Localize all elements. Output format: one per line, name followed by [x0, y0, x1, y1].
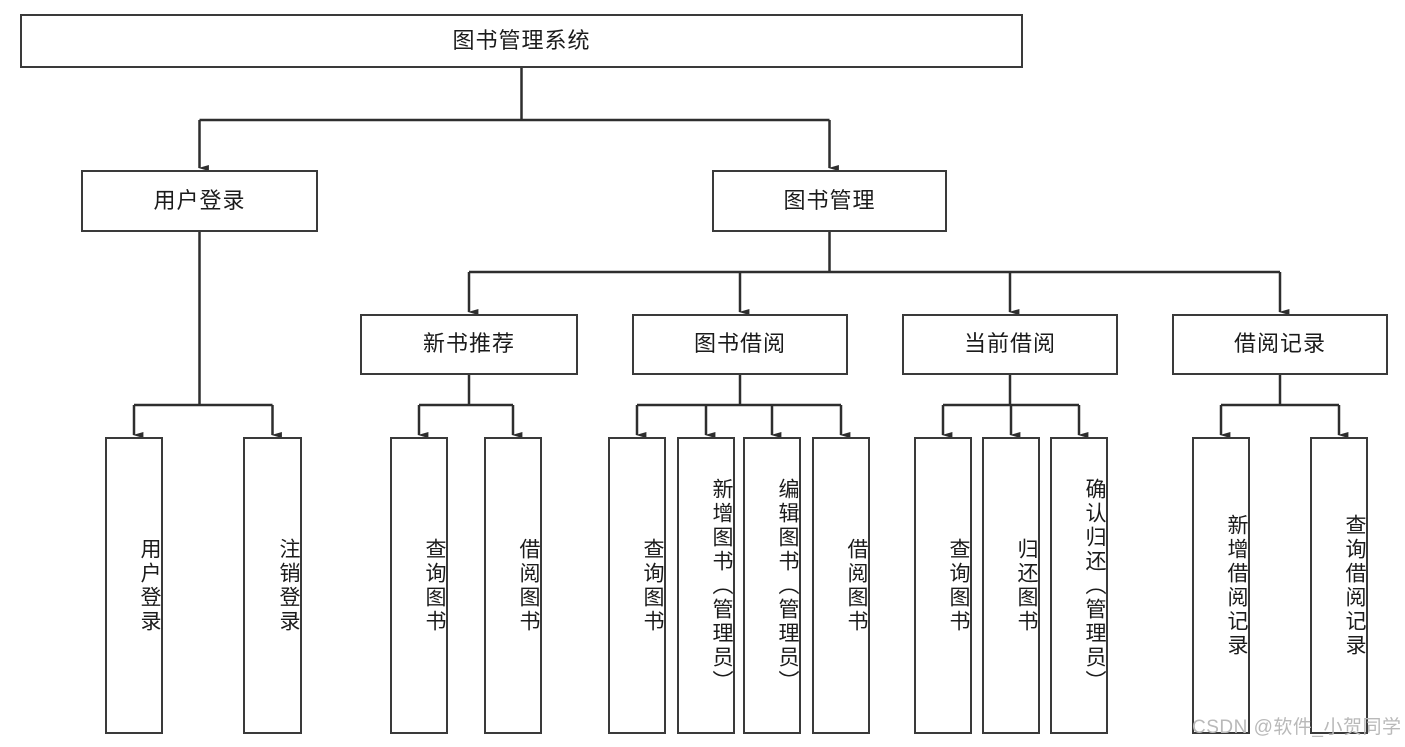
node-l3-newbook[interactable]: 新书推荐	[360, 314, 578, 375]
node-l4-a1[interactable]: 用户登录	[105, 437, 163, 734]
node-label: 新增借阅记录	[1225, 513, 1248, 658]
node-l4-c1[interactable]: 查询图书	[608, 437, 666, 734]
node-l4-e1[interactable]: 新增借阅记录	[1192, 437, 1250, 734]
node-l4-d3[interactable]: 确认归还（管理员）	[1050, 437, 1108, 734]
node-l4-e2[interactable]: 查询借阅记录	[1310, 437, 1368, 734]
node-label: 查询借阅记录	[1343, 513, 1366, 658]
node-l2-books[interactable]: 图书管理	[712, 170, 947, 232]
node-l2-login[interactable]: 用户登录	[81, 170, 318, 232]
node-label: 编辑图书（管理员）	[776, 477, 799, 694]
node-l4-c4[interactable]: 借阅图书	[812, 437, 870, 734]
node-label: 当前借阅	[963, 331, 1056, 357]
node-label: 确认归还（管理员）	[1083, 477, 1106, 694]
node-label: 用户登录	[138, 537, 161, 634]
node-label: 图书管理	[783, 187, 876, 213]
node-label: 借阅图书	[845, 537, 868, 634]
node-label: 图书借阅	[693, 331, 786, 357]
node-label: 图书管理系统	[452, 27, 591, 53]
node-label: 归还图书	[1015, 537, 1038, 634]
node-l4-c2[interactable]: 新增图书（管理员）	[677, 437, 735, 734]
node-l4-c3[interactable]: 编辑图书（管理员）	[743, 437, 801, 734]
node-l4-b2[interactable]: 借阅图书	[484, 437, 542, 734]
node-label: 借阅记录	[1233, 331, 1326, 357]
node-l4-a2[interactable]: 注销登录	[243, 437, 302, 734]
watermark-label: CSDN @软件_小贺同学	[1192, 717, 1402, 738]
node-l4-d2[interactable]: 归还图书	[982, 437, 1040, 734]
node-root[interactable]: 图书管理系统	[20, 14, 1023, 68]
edge-layer	[132, 68, 1349, 438]
node-l4-b1[interactable]: 查询图书	[390, 437, 448, 734]
node-label: 新书推荐	[422, 331, 515, 357]
node-label: 新增图书（管理员）	[710, 477, 733, 694]
node-label: 用户登录	[153, 187, 246, 213]
node-l4-d1[interactable]: 查询图书	[914, 437, 972, 734]
node-label: 注销登录	[277, 537, 300, 634]
node-label: 查询图书	[423, 537, 446, 634]
node-label: 查询图书	[641, 537, 664, 634]
node-l3-records[interactable]: 借阅记录	[1172, 314, 1388, 375]
node-label: 借阅图书	[517, 537, 540, 634]
node-l3-current[interactable]: 当前借阅	[902, 314, 1118, 375]
node-label: 查询图书	[947, 537, 970, 634]
node-l3-borrow[interactable]: 图书借阅	[632, 314, 848, 375]
